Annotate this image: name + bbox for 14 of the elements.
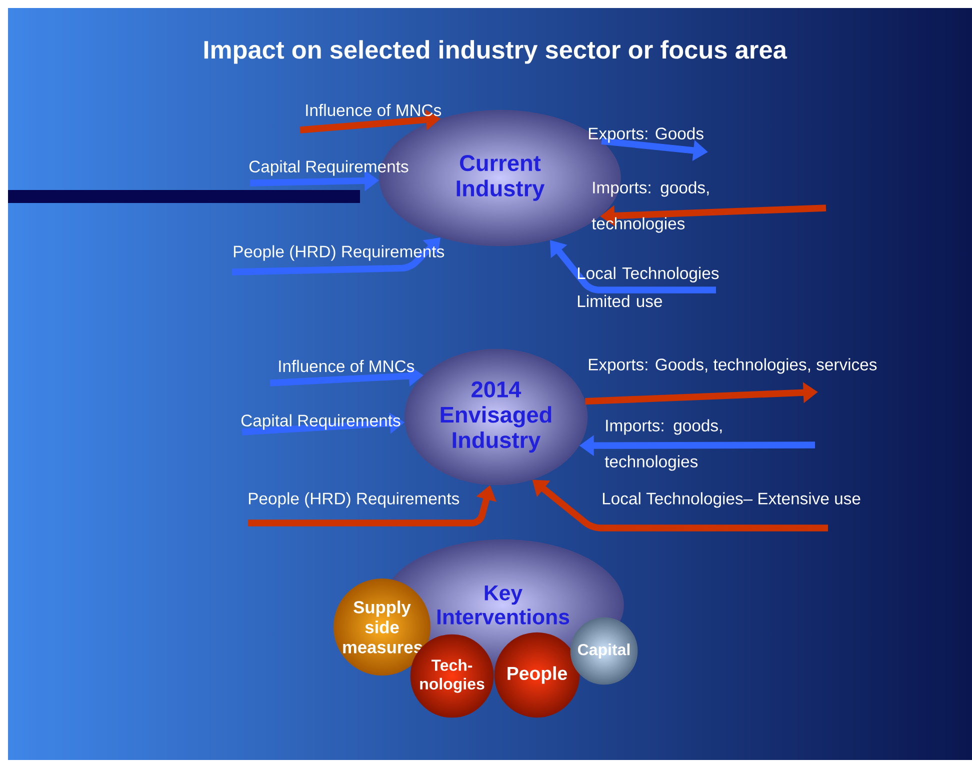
circle-node: Supply side measures <box>333 578 431 676</box>
edge-label: Local Technologies Limited use <box>578 266 719 308</box>
circle-node: Capital <box>570 617 638 685</box>
edge-label: People (HRD) Requirements <box>248 492 460 508</box>
edge-label: Imports: goods, technologies <box>604 419 722 471</box>
edge-label: Exports: Goods, technologies, services <box>588 358 877 374</box>
edge-label: People (HRD) Requirements <box>234 245 444 261</box>
edge-label: Local Technologies– Extensive use <box>602 492 860 508</box>
title: Impact on selected industry sector or focus area <box>204 40 788 64</box>
edge-label: Imports: goods, technologies <box>592 181 709 233</box>
edge-label: Capital Requirements <box>241 414 400 430</box>
edge-label: Influence of MNCs <box>306 104 442 116</box>
edge-label: Exports: Goods <box>588 127 704 143</box>
edge-label: Capital Requirements <box>249 160 408 176</box>
